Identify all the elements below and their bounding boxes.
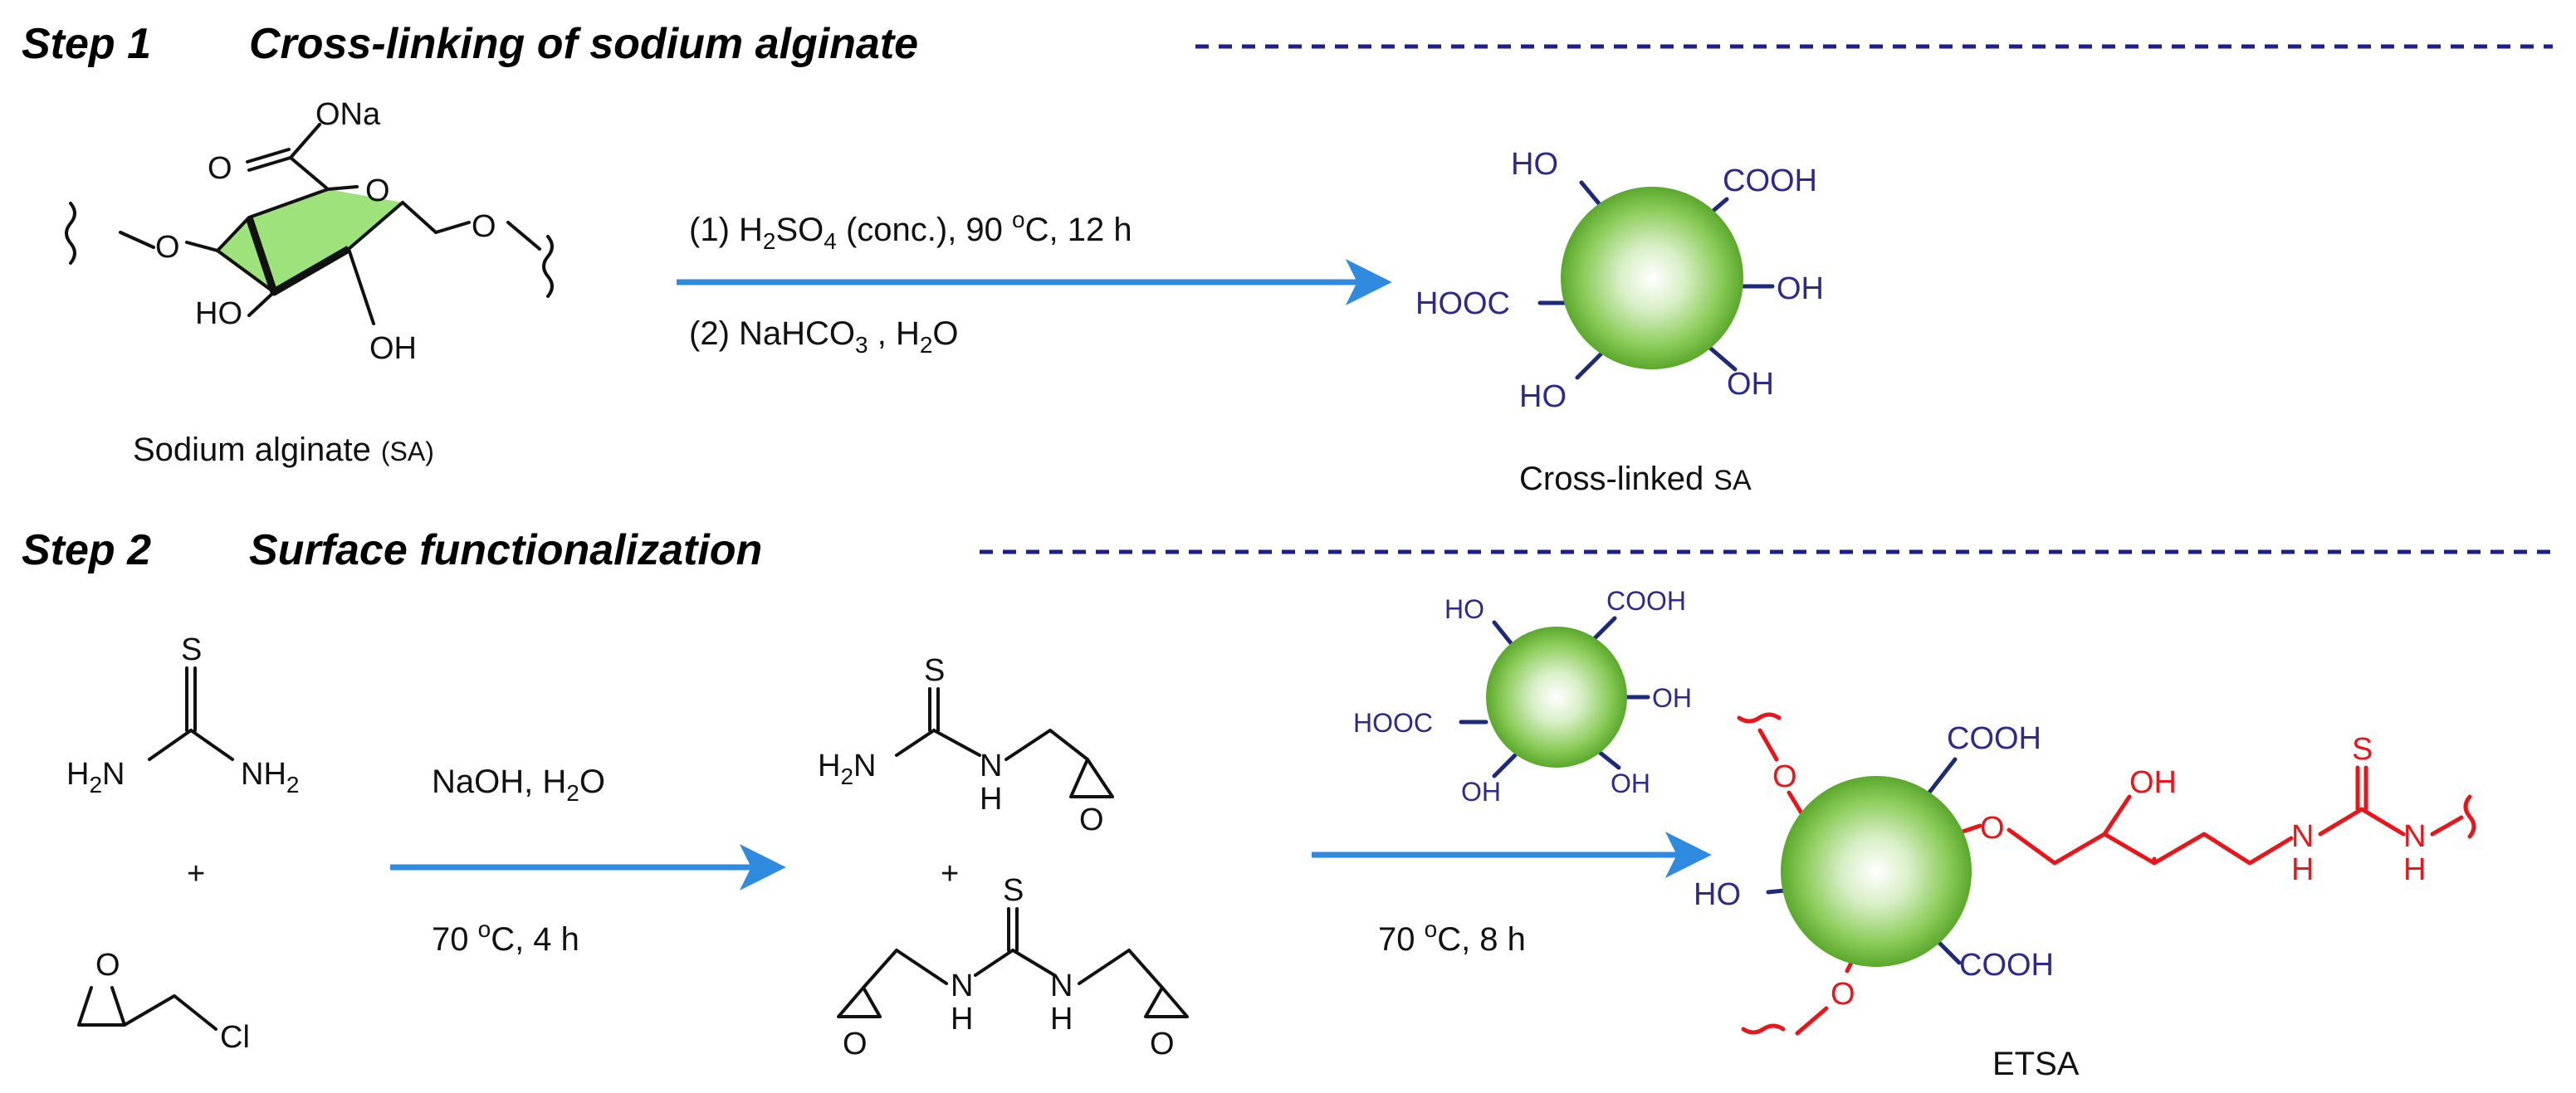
mono-o: O [1079, 803, 1104, 837]
reaction3-condition: 70 oC, 8 h [1378, 916, 1526, 958]
left-ether-oxygen: O [155, 230, 180, 265]
intermediate-mono: S H2N N H O [818, 653, 1114, 837]
right-wavy-bond [542, 235, 554, 298]
etsa-caption: ETSA [1992, 1046, 2080, 1082]
oh-label: OH [369, 331, 417, 366]
mono-s: S [924, 653, 945, 688]
reagent-plus: + [187, 856, 205, 891]
reaction1: (1) H2SO4 (conc.), 90 oC, 12 h (2) NaHCO… [677, 207, 1392, 358]
thiourea-h2n: H2N [66, 757, 125, 798]
etsa-o-right: O [1980, 811, 2005, 846]
mono-h2n: H2N [818, 749, 876, 789]
left-wavy-bond [65, 202, 76, 265]
reagent-oh-bottom-left: OH [1461, 777, 1501, 807]
bis-h-left: H [951, 1002, 973, 1037]
intermediate-bis: S N H N H O O [837, 873, 1189, 1061]
reagent-oh-bottom-right: OH [1611, 769, 1650, 798]
step1-header: Step 1 Cross-linking of sodium alginate [22, 20, 2553, 68]
mono-n: N [980, 749, 1002, 783]
oh-group-right: OH [1777, 271, 1824, 306]
reagent-hooc: HOOC [1353, 708, 1433, 738]
bis-o-left: O [843, 1027, 868, 1061]
etsa-n-right: N [2403, 819, 2426, 854]
step2-header: Step 2 Surface functionalization [22, 526, 2553, 574]
intermediate-plus: + [941, 856, 959, 891]
ho-group-bottom: HO [1519, 379, 1567, 414]
step2-title: Surface functionalization [249, 526, 762, 574]
epichlorohydrin: O Cl [77, 948, 250, 1055]
step1-title: Cross-linking of sodium alginate [249, 20, 918, 68]
reagent-oh-right: OH [1652, 683, 1692, 713]
etsa-sphere [1781, 776, 1972, 967]
hooc-group: HOOC [1415, 286, 1510, 321]
ring-oxygen: O [365, 173, 390, 208]
reaction2-condition-bottom: 70 oC, 4 h [432, 916, 579, 958]
crosslinked-sa-reagent: COOH HO OH HOOC OH OH [1353, 586, 1692, 807]
reaction3: 70 oC, 8 h [1312, 832, 1712, 958]
etsa-wavy-right [2463, 794, 2476, 839]
thiourea-nh2: NH2 [241, 757, 299, 798]
sodium-alginate-structure: O O ONa O O HO OH Sodium alginate(SA) [65, 97, 554, 468]
reaction1-condition2: (2) NaHCO3 , H2O [689, 315, 959, 358]
etsa-cooh-top: COOH [1947, 721, 2041, 756]
ho-label: HO [195, 296, 242, 331]
step1-prefix: Step 1 [22, 20, 151, 68]
etsa-wavy-bottom [1741, 1023, 1786, 1035]
bis-o-right: O [1150, 1027, 1175, 1061]
bis-s: S [1003, 873, 1024, 908]
etsa-h-right: H [2403, 852, 2426, 887]
etsa-s: S [2352, 732, 2373, 767]
reaction2-condition-top: NaOH, H2O [432, 764, 605, 806]
reagent-sphere [1486, 627, 1627, 768]
etsa-cooh-bottom: COOH [1959, 948, 2054, 983]
etsa-o-bottom: O [1831, 977, 1855, 1012]
reagent-cooh: COOH [1606, 586, 1686, 616]
bis-n-right: N [1050, 969, 1073, 1003]
etsa-oh: OH [2129, 765, 2177, 800]
chlorine: Cl [220, 1020, 250, 1055]
thiourea-s: S [181, 632, 202, 667]
mono-h: H [980, 782, 1002, 817]
reagent-ho-top: HO [1444, 594, 1484, 624]
ona-label: ONa [315, 97, 381, 132]
etsa-wavy-top-left [1737, 712, 1782, 724]
sodium-alginate-caption: Sodium alginate(SA) [133, 432, 434, 468]
cooh-group: COOH [1723, 163, 1817, 198]
epoxide-o: O [95, 948, 120, 983]
step2-prefix: Step 2 [22, 526, 151, 574]
etsa-product: O O O OH N H S N H COOH HO COOH ETSA [1694, 712, 2476, 1082]
crosslinked-sa-sphere [1561, 187, 1743, 369]
right-ether-oxygen: O [472, 209, 496, 244]
carbonyl-oxygen: O [208, 151, 232, 186]
bis-h-right: H [1050, 1002, 1073, 1037]
etsa-h-left: H [2291, 852, 2314, 887]
bis-n-left: N [951, 969, 973, 1003]
reaction1-condition1: (1) H2SO4 (conc.), 90 oC, 12 h [689, 207, 1132, 254]
reaction2: NaOH, H2O 70 oC, 4 h [390, 764, 786, 958]
thiourea: S H2N NH2 [66, 632, 299, 798]
ho-group-top: HO [1511, 147, 1558, 182]
oh-group-bottom: OH [1727, 367, 1774, 402]
etsa-o-top-left: O [1772, 759, 1797, 794]
etsa-n-left: N [2291, 819, 2314, 854]
etsa-ho: HO [1694, 877, 1741, 912]
